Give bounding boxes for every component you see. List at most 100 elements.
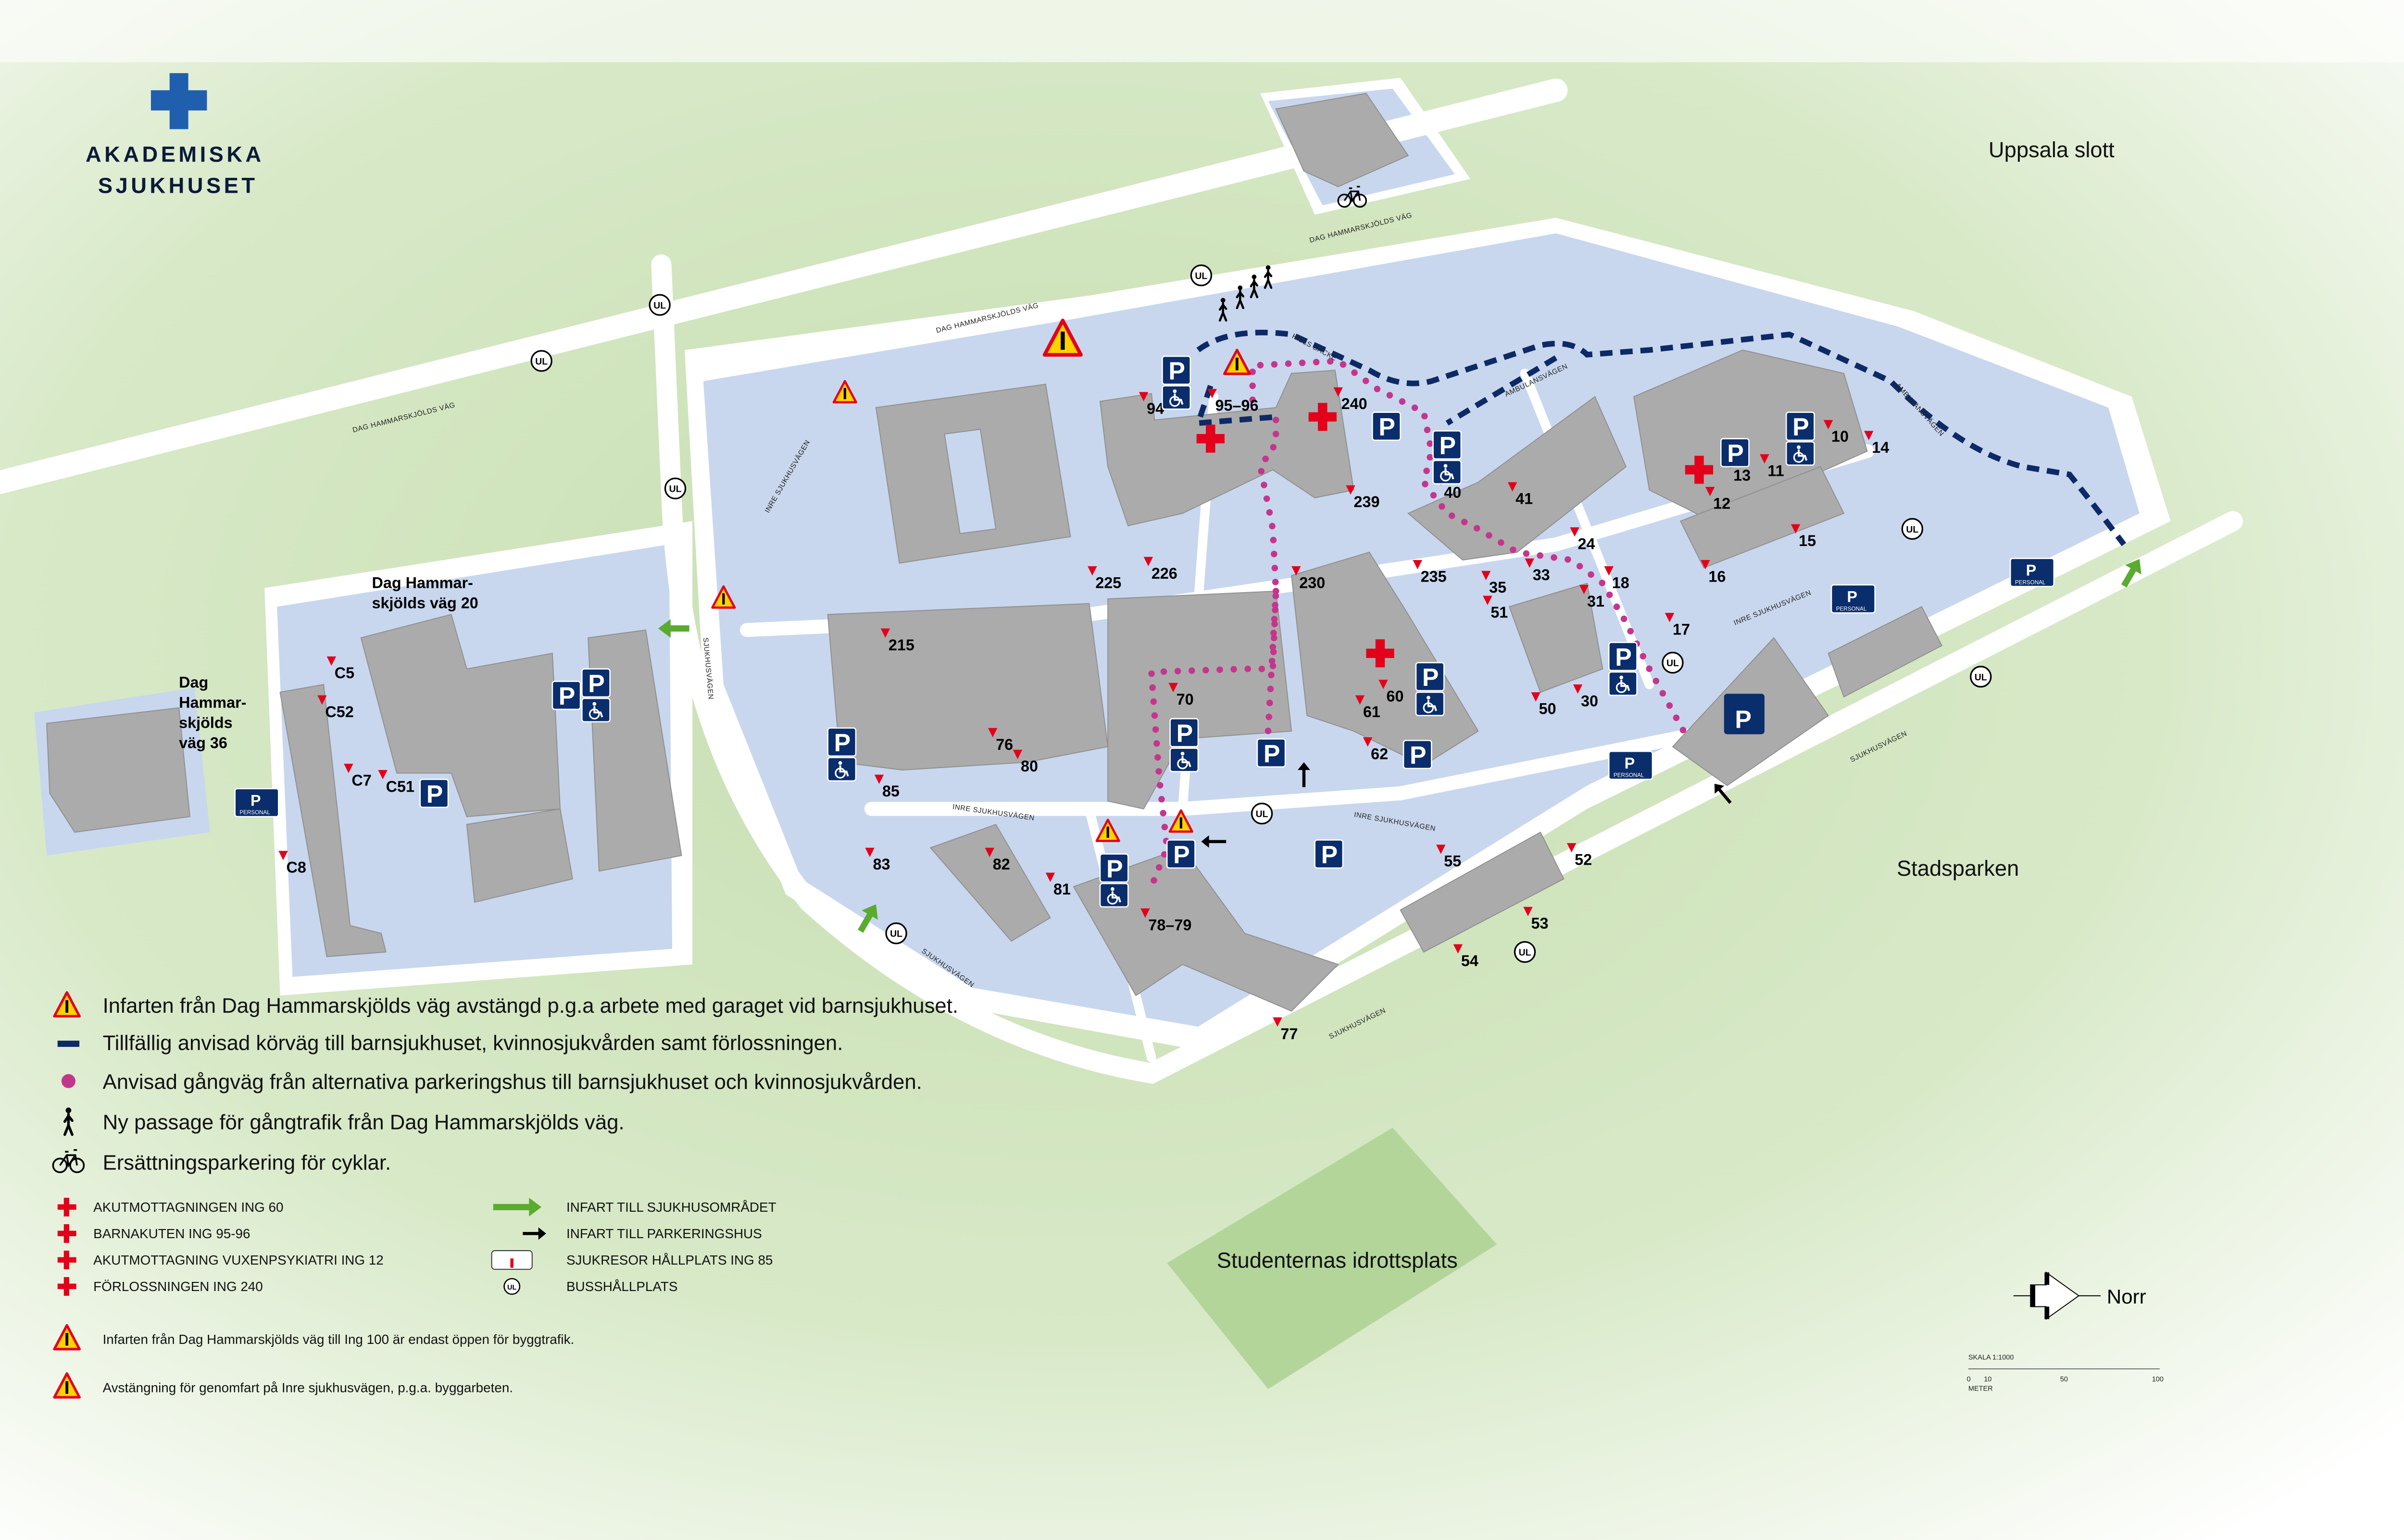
place-uppsala-slott: Uppsala slott (1989, 137, 2115, 162)
parking-icon (581, 668, 611, 698)
entrance-label: 13 (1733, 467, 1751, 484)
entrance-triangle-icon (1139, 392, 1149, 402)
scale-title: SKALA 1:1000 (1968, 1354, 2014, 1362)
entrance-triangle-icon (1760, 454, 1769, 464)
parking-icon (419, 779, 449, 808)
entrance-triangle-icon (317, 695, 327, 705)
entrance-label: 239 (1354, 493, 1380, 510)
legend-text: INFART TILL SJUKHUSOMRÅDET (566, 1200, 776, 1215)
entrance-triangle-icon (1579, 584, 1589, 595)
emergency-cross-icon (1366, 639, 1394, 668)
entrance-triangle-icon (1453, 944, 1463, 954)
parking-letter: P (1440, 432, 1456, 460)
legend-item: Infarten från Dag Hammarskjölds väg avst… (53, 991, 958, 1018)
entrance-triangle-icon (1790, 524, 1801, 534)
garage-entry-arrow-icon (1201, 835, 1227, 848)
place-labels: Uppsala slott Stadsparken Studenternas i… (179, 137, 2115, 1273)
entrance-triangle-icon (1045, 872, 1055, 882)
entrance-label: 11 (1767, 462, 1784, 479)
parking-letter: P (1422, 663, 1439, 691)
akademiska-logo: AKADEMISKA SJUKHUSET (86, 73, 261, 198)
entrance-marker: 53 (1523, 907, 1548, 932)
entrance-triangle-icon (1701, 560, 1710, 570)
dotted-walkway-icon (61, 1074, 75, 1088)
entrance-label: 61 (1363, 703, 1380, 720)
north-compass: Norr (2013, 1271, 2146, 1320)
parking-sign: P (1314, 839, 1344, 869)
entrance-triangle-icon (1413, 560, 1422, 570)
emergency-cross-icon (57, 1197, 76, 1217)
entrance-triangle-icon (326, 656, 337, 666)
entrance-marker: 83 (865, 847, 890, 873)
parking-letter: P (250, 792, 261, 809)
pedestrian-icon (1264, 265, 1273, 289)
entrance-label: 14 (1872, 439, 1889, 456)
green-entry-arrow-icon (858, 904, 878, 933)
entrance-triangle-icon (1143, 557, 1153, 567)
parking-icon (1720, 438, 1750, 468)
legend-text: SJUKRESOR HÅLLPLATS ING 85 (566, 1253, 773, 1267)
parking-icon (1256, 738, 1286, 768)
wheelchair-icon (1608, 671, 1638, 696)
wheelchair-icon (1785, 441, 1815, 466)
entrance-marker: 33 (1525, 558, 1550, 584)
entrance-label: 85 (882, 782, 900, 800)
parking-icon (827, 727, 857, 757)
temporary-drive-route (1194, 329, 2127, 546)
legend-text: Infarten från Dag Hammarskjölds väg avst… (103, 994, 958, 1018)
entrance-label: 33 (1533, 566, 1550, 584)
entrance-marker: 225 (1088, 566, 1121, 591)
emergency-cross-icon (57, 1277, 76, 1296)
bus-stop-icon: UL (664, 477, 687, 499)
logo-cross-icon (150, 73, 207, 129)
entrance-marker: 16 (1701, 560, 1726, 585)
entrance-marker: 60 (1378, 680, 1403, 705)
entrance-triangle-icon (1604, 566, 1614, 576)
accessible-parking-sign: P (1162, 355, 1191, 410)
bus-stop-label: UL (507, 1284, 517, 1292)
entrance-triangle-icon (988, 728, 998, 738)
emergency-cross-icon (1685, 456, 1714, 484)
entrance-label: 78–79 (1148, 916, 1191, 933)
entrance-triangle-icon (1665, 613, 1675, 622)
legend-text: FÖRLOSSNINGEN ING 240 (93, 1279, 263, 1294)
bus-stop-icon: UL (1514, 941, 1536, 963)
parking-icon (1372, 411, 1401, 441)
entrance-marker: 230 (1291, 566, 1325, 591)
bus-stop-label: UL (890, 929, 902, 939)
entrance-marker: 30 (1573, 684, 1598, 709)
entrance-marker: 55 (1436, 845, 1461, 870)
legend-emergency-item: BARNAKUTEN ING 95-96 (57, 1224, 250, 1243)
entrance-marker: 235 (1413, 560, 1447, 585)
entrance-label: 230 (1299, 574, 1325, 591)
green-entry-arrow-icon (658, 619, 689, 638)
warning-icon (1168, 809, 1193, 833)
entrance-triangle-icon (1525, 558, 1534, 568)
legend-warning-item: Infarten från Dag Hammarskjölds väg till… (53, 1324, 574, 1351)
pedestrian-icon (63, 1107, 74, 1136)
garage-entry-arrow-icon (1714, 783, 1732, 804)
top-fade (0, 0, 2404, 62)
bus-stop-label: UL (1256, 809, 1268, 820)
parking-letter: P (834, 729, 851, 757)
entrance-label: 10 (1831, 428, 1849, 445)
entrance-marker: C52 (317, 695, 354, 720)
legend-text: AKUTMOTTAGNINGEN ING 60 (93, 1200, 283, 1215)
legend-access-item: SJUKRESOR HÅLLPLATS ING 85 (491, 1250, 773, 1270)
entrance-marker: 226 (1143, 557, 1177, 582)
entrance-label: 235 (1421, 568, 1447, 585)
bus-stop-label: UL (535, 356, 548, 367)
entrance-label: C7 (351, 771, 371, 789)
legend-warning-item: Avstängning för genomfart på Inre sjukhu… (53, 1372, 513, 1399)
entrance-marker: 70 (1168, 683, 1194, 708)
warning-icon (53, 991, 81, 1018)
parking-icon (1166, 839, 1196, 869)
entrance-triangle-icon (278, 851, 288, 860)
entrance-marker: 215 (880, 628, 914, 654)
entrance-triangle-icon (880, 628, 890, 638)
entrance-label: C5 (335, 664, 354, 682)
legend-emergency-item: FÖRLOSSNINGEN ING 240 (57, 1277, 263, 1296)
entrance-marker: 61 (1355, 695, 1380, 720)
